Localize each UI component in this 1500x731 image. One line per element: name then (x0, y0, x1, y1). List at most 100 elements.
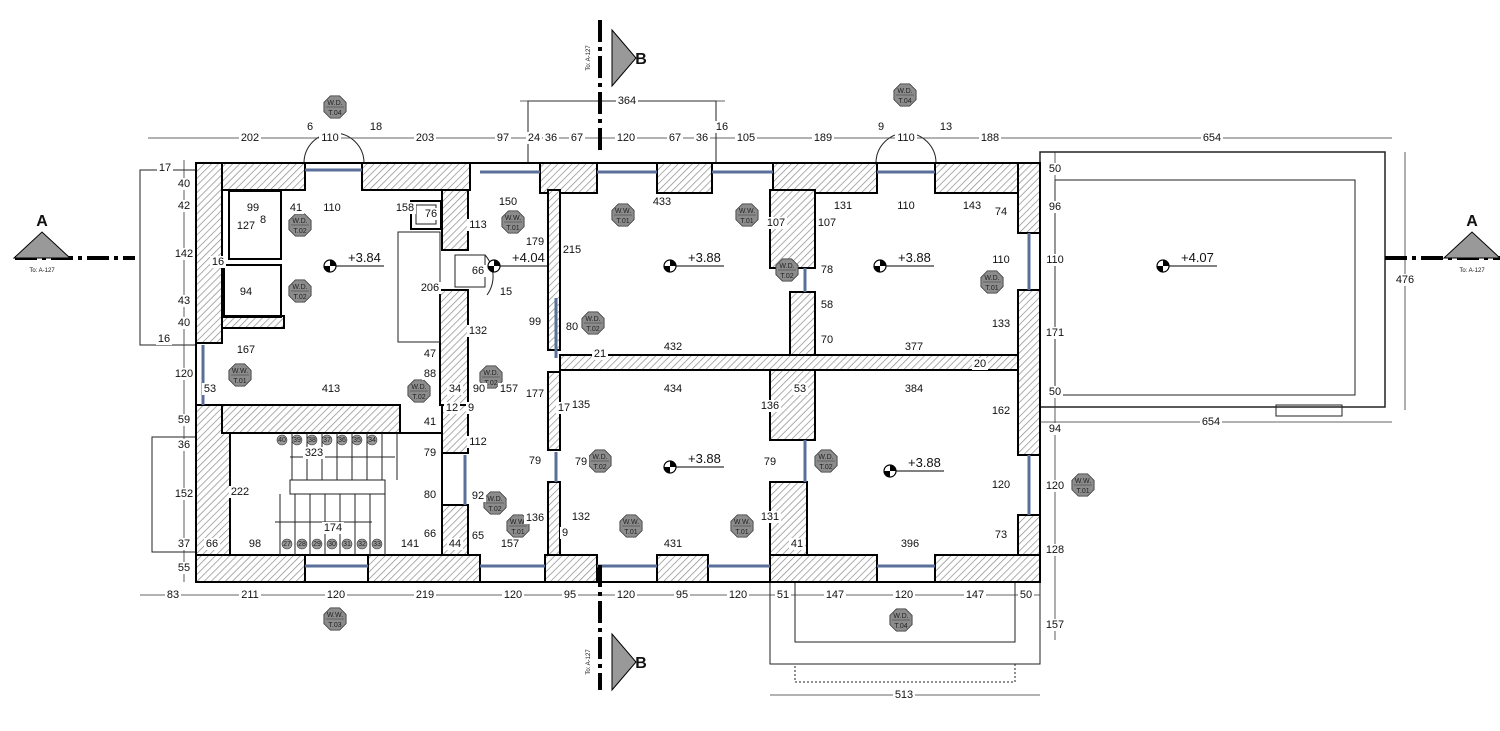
wall (559, 354, 1019, 371)
dimension-label: 53 (794, 383, 806, 395)
stair-step-marker (291, 434, 303, 446)
dimension-label-bg (498, 286, 514, 298)
tag-code: T.01 (616, 218, 629, 225)
dimension-label-bg (993, 529, 1009, 541)
dimension-label: 120 (617, 589, 635, 601)
dimension-label-bg (543, 132, 559, 144)
stair-step-number: 29 (313, 541, 321, 548)
dimension-label-bg (1044, 480, 1066, 492)
elevation-marker: +4.07 (1156, 250, 1217, 273)
dimension-label: 110 (321, 132, 339, 144)
wall (221, 404, 401, 434)
elevation-label: +3.88 (908, 455, 941, 470)
dimension-label-bg (735, 132, 757, 144)
wall (934, 554, 1041, 583)
dimension-label-bg (570, 399, 592, 411)
stove-box (410, 200, 442, 230)
opening-tag: W.D.T.02 (775, 258, 799, 282)
dimension-label-bg (319, 132, 341, 144)
dimension-label-bg (573, 456, 589, 468)
wall (544, 554, 598, 583)
wall (772, 162, 878, 194)
dimension-label-bg (229, 486, 251, 498)
dimension-label-bg (592, 348, 608, 360)
dimension-label-bg (662, 538, 684, 550)
tag-type: W.D. (592, 454, 607, 461)
dimension-label-bg (422, 348, 438, 360)
dimension-label-bg (1201, 132, 1223, 144)
wall (1017, 162, 1041, 234)
dimension-label: 110 (992, 254, 1010, 266)
dimension-label-bg (176, 414, 192, 426)
dimension-label-bg (305, 121, 315, 133)
dimension-label: 20 (974, 358, 986, 370)
dimension-label: 78 (821, 264, 833, 276)
dimension-label-bg (819, 299, 835, 311)
dimension-label: 95 (676, 589, 688, 601)
elevation-marker: +3.88 (663, 451, 724, 474)
dimension-label: 88 (424, 368, 436, 380)
dimension-label: 43 (178, 295, 190, 307)
dimension-label-bg (422, 489, 438, 501)
dimension-label-bg (288, 202, 304, 214)
dimension-label: 67 (669, 132, 681, 144)
dimension-label: 24 (528, 132, 540, 144)
opening-tag: W.W.T.01 (228, 363, 252, 387)
dimension-label-bg (176, 317, 192, 329)
dimension-label: 142 (175, 248, 193, 260)
dimension-label-bg (320, 383, 342, 395)
dimension-label: 120 (504, 589, 522, 601)
section-ref: To: A-127 (29, 268, 55, 274)
dimension-label: 79 (575, 456, 587, 468)
dimension-label: 44 (449, 538, 461, 550)
dimension-label-bg (615, 132, 637, 144)
dimension-label-bg (176, 178, 192, 190)
dimension-label-bg (662, 341, 684, 353)
dimension-label-bg (422, 368, 438, 380)
dimension-label-bg (165, 589, 181, 601)
dimension-label: 135 (572, 399, 590, 411)
tag-type: W.W. (505, 215, 521, 222)
dimension-label: 120 (1046, 480, 1064, 492)
dimension-label-bg (524, 388, 546, 400)
dimension-label-bg (1047, 386, 1063, 398)
dimension-label: 80 (566, 321, 578, 333)
opening-tag: W.W.T.01 (1071, 473, 1095, 497)
dimension-label-bg (714, 121, 730, 133)
wall (656, 162, 713, 194)
dimension-label: 136 (526, 512, 544, 524)
terrace-step (1275, 404, 1343, 417)
tag-type: W.D. (585, 316, 600, 323)
tag-type: W.W. (623, 519, 639, 526)
stair-step-marker (281, 538, 293, 550)
tag-code: T.01 (511, 529, 524, 536)
opening-tag: W.W.T.03 (323, 607, 347, 631)
dimension-label: 17 (159, 162, 171, 174)
opening-tag: W.W.T.01 (735, 203, 759, 227)
elevation-marker: +3.88 (873, 250, 934, 273)
dimension-label: 377 (905, 341, 923, 353)
dimension-label-bg (816, 217, 838, 229)
opening-tag: W.W.T.01 (501, 210, 525, 234)
dimension-label: 179 (526, 236, 544, 248)
tag-code: T.01 (985, 285, 998, 292)
dimension-label: 654 (1202, 416, 1220, 428)
section-letter: A (36, 213, 48, 230)
stair-step-number: 36 (338, 437, 346, 444)
stair-step-marker (356, 538, 368, 550)
dimension-label: 215 (563, 244, 581, 256)
dimension-label: 90 (473, 383, 485, 395)
dimension-label-bg (394, 202, 416, 214)
dimension-label-bg (247, 538, 263, 550)
dimension-label-bg (667, 132, 683, 144)
dimension-label: 47 (424, 348, 436, 360)
dimension-label: 40 (178, 178, 190, 190)
dimension-label: 476 (1396, 274, 1414, 286)
dimension-label: 110 (897, 200, 915, 212)
stair-step-marker (326, 538, 338, 550)
closet-upper (228, 190, 282, 260)
dimension-label-bg (765, 217, 787, 229)
dimension-label-bg (1047, 201, 1063, 213)
tag-type: W.D. (327, 100, 342, 107)
